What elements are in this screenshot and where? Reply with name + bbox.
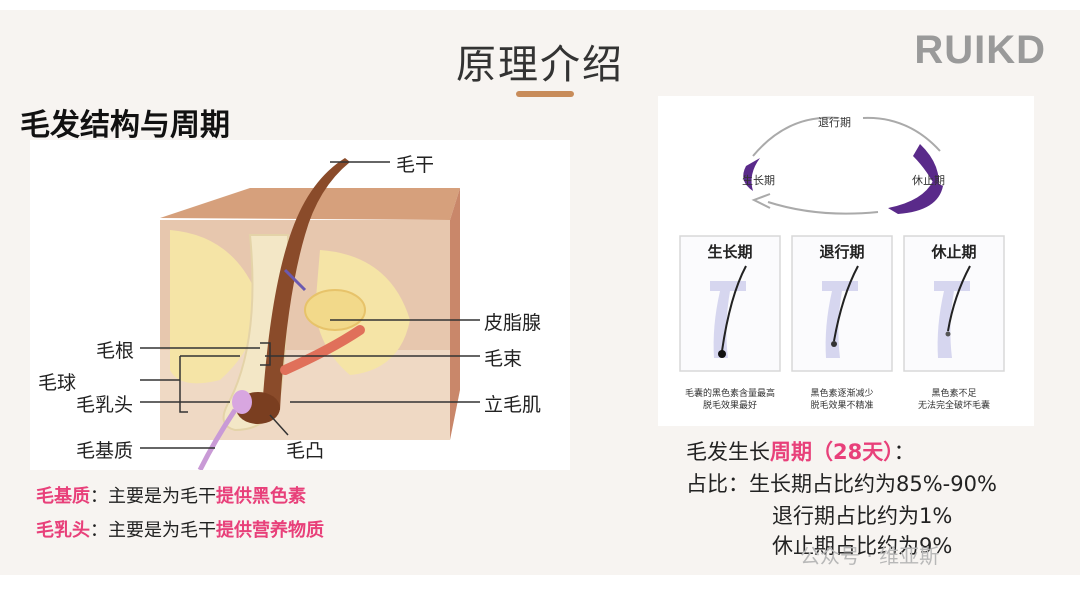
growth-ratio-telogen: 休止期占比约为9%: [772, 534, 953, 558]
desc-term: 毛乳头: [36, 520, 90, 541]
hair-structure-diagram: 毛干 皮脂腺 毛根 毛束 毛球 毛乳头 立毛肌 毛基质 毛凸: [30, 140, 570, 470]
cycle-label-anagen: 生长期: [742, 174, 775, 187]
panel-title-catagen: 退行期: [819, 243, 865, 261]
label-dermal-papilla: 毛乳头: [76, 394, 134, 416]
label-hair-bulb: 毛球: [38, 372, 77, 394]
label-hair-root: 毛根: [96, 340, 135, 362]
page-title: 原理介绍: [456, 42, 624, 88]
desc-term: 毛基质: [36, 486, 90, 507]
panel-title-telogen: 休止期: [931, 243, 977, 261]
desc-text: ：主要是为毛干: [90, 520, 216, 541]
label-hair-bundle: 毛束: [484, 348, 523, 370]
section-heading: 毛发结构与周期: [20, 108, 230, 143]
title-underline: [516, 91, 574, 97]
hair-cycle-illustration: [679, 116, 1005, 372]
hair-structure-illustration: [140, 158, 480, 470]
desc-emphasis: 提供营养物质: [216, 520, 324, 541]
cycle-label-telogen: 休止期: [912, 174, 945, 187]
label-sebaceous-gland: 皮脂腺: [484, 312, 542, 334]
cycle-label-catagen: 退行期: [818, 116, 851, 129]
desc-text: ：主要是为毛干: [90, 486, 216, 507]
panel-note-anagen: 毛囊的黑色素含量最高 脱毛效果最好: [684, 389, 775, 411]
hair-cycle-diagram: 退行期 生长期 休止期 生长期 退行期 休止期 毛囊的黑色素含量最高 脱毛效果最…: [658, 96, 1034, 426]
panel-note-catagen: 黑色素逐渐减少 脱毛效果不精准: [810, 389, 874, 411]
desc-hair-matrix: 毛基质：主要是为毛干提供黑色素: [36, 482, 306, 508]
label-hair-shaft: 毛干: [396, 154, 435, 176]
watermark: 公众号 · 维亚斯: [800, 544, 940, 568]
panel-title-anagen: 生长期: [707, 243, 753, 261]
brand-logo: RUIKD: [914, 28, 1046, 72]
growth-ratio-anagen: 占比：生长期占比约为85%-90%: [686, 472, 997, 496]
label-arrector-pili: 立毛肌: [484, 394, 542, 416]
label-hair-matrix: 毛基质: [76, 440, 134, 462]
panel-note-telogen: 黑色素不足 无法完全破坏毛囊: [917, 389, 990, 411]
label-bulge: 毛凸: [286, 440, 325, 462]
growth-ratio-catagen: 退行期占比约为1%: [772, 504, 953, 528]
desc-dermal-papilla: 毛乳头：主要是为毛干提供营养物质: [36, 516, 324, 542]
desc-emphasis: 提供黑色素: [216, 486, 306, 507]
growth-cycle-line: 毛发生长周期（28天）：: [686, 440, 915, 464]
